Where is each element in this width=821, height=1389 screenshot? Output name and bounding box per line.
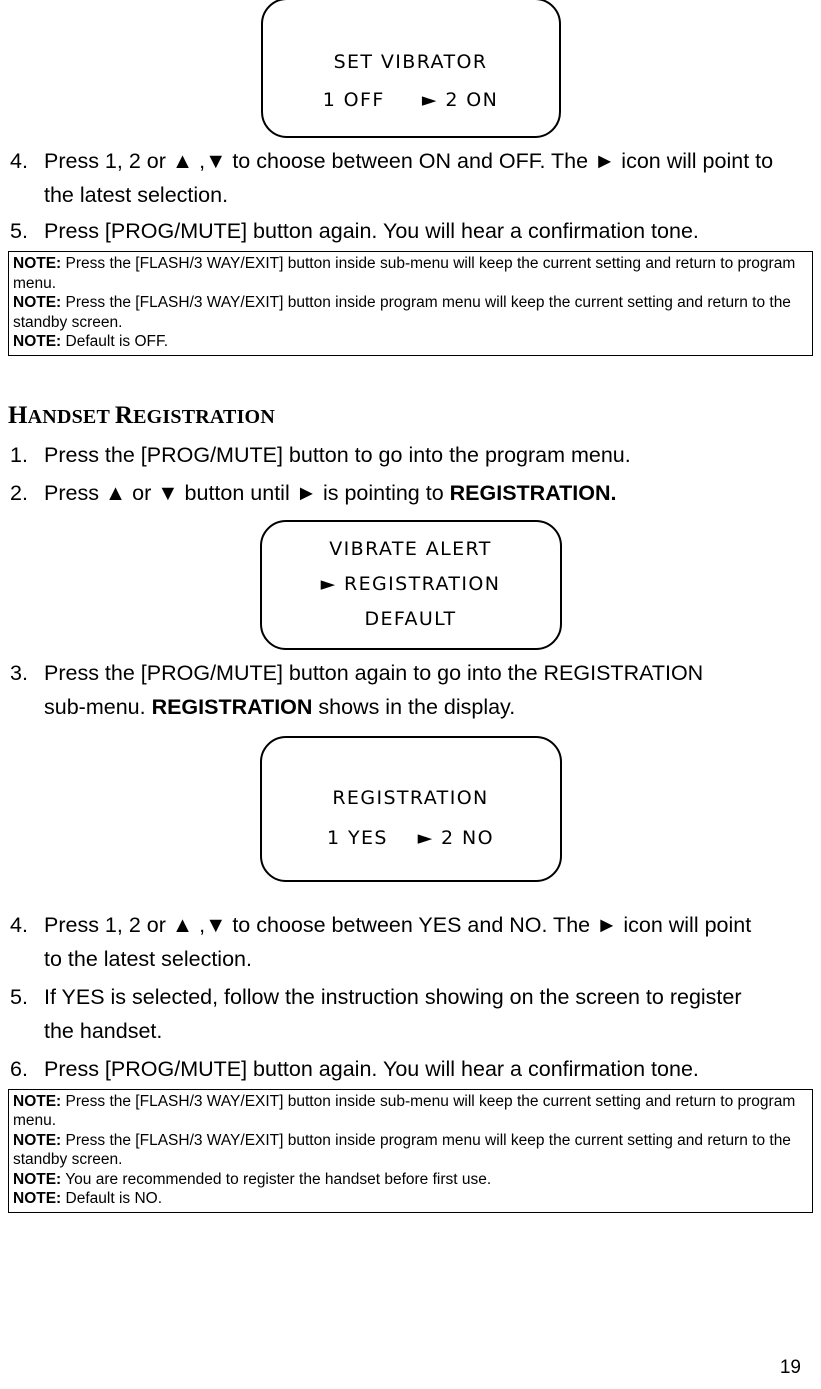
- lcd-line-options: 1 OFF ► 2 ON: [322, 89, 499, 111]
- lcd-line-registration: ► REGISTRATION: [320, 573, 501, 595]
- note-text: Press the [FLASH/3 WAY/EXIT] button insi…: [13, 294, 791, 331]
- registration-step-3: 3. Press the [PROG/MUTE] button again to…: [8, 658, 813, 722]
- lcd-screen-menu: VIBRATE ALERT ► REGISTRATION DEFAULT: [259, 519, 562, 650]
- lcd-line-vibrate-alert: VIBRATE ALERT: [329, 538, 492, 560]
- step-text: If YES is selected, follow the instructi…: [44, 982, 813, 1046]
- step-text: Press the [PROG/MUTE] button to go into …: [44, 440, 813, 470]
- step-line-1: Press ▲ or ▼ button until ► is pointing …: [44, 480, 450, 505]
- lcd-line-default: DEFAULT: [364, 608, 457, 630]
- step-text: Press [PROG/MUTE] button again. You will…: [44, 216, 813, 246]
- note-label: NOTE:: [13, 1170, 62, 1188]
- step-line-1: Press 1, 2 or ▲ ,▼ to choose between ON …: [44, 149, 774, 173]
- step-item: 5. If YES is selected, follow the instru…: [8, 982, 813, 1046]
- step-text: Press 1, 2 or ▲ ,▼ to choose between YES…: [44, 910, 813, 974]
- step-number: 6.: [10, 1056, 28, 1081]
- heading-andset: ANDSET: [27, 405, 115, 428]
- note-label: NOTE:: [13, 1190, 62, 1207]
- step-item: 2. Press ▲ or ▼ button until ► is pointi…: [8, 478, 813, 508]
- note-text: You are recommended to register the hand…: [61, 1170, 492, 1188]
- step-line-2: the latest selection.: [44, 183, 229, 207]
- heading-egistration: EGISTRATION: [133, 405, 275, 428]
- note-line: NOTE: Press the [FLASH/3 WAY/EXIT] butto…: [13, 254, 808, 293]
- step-text: Press ▲ or ▼ button until ► is pointing …: [44, 478, 813, 508]
- vibrator-steps: 4. Press 1, 2 or ▲ ,▼ to choose between …: [8, 146, 813, 246]
- note-text: Default is OFF.: [61, 333, 169, 350]
- step-number: 5.: [10, 219, 28, 243]
- step-line-2: the handset.: [44, 1018, 163, 1043]
- lcd-screen-set-vibrator: SET VIBRATOR 1 OFF ► 2 ON: [260, 0, 561, 138]
- heading-cap-r: R: [114, 401, 134, 429]
- note-line: NOTE: Press the [FLASH/3 WAY/EXIT] butto…: [13, 293, 808, 332]
- step-item: 4. Press 1, 2 or ▲ ,▼ to choose between …: [8, 910, 813, 974]
- step-item: 4. Press 1, 2 or ▲ ,▼ to choose between …: [8, 146, 813, 210]
- note-line: NOTE: Default is OFF.: [13, 332, 808, 352]
- note-text: Default is NO.: [61, 1190, 162, 1207]
- note-text: Press the [FLASH/3 WAY/EXIT] button insi…: [13, 1131, 791, 1169]
- step-item: 6. Press [PROG/MUTE] button again. You w…: [8, 1054, 813, 1084]
- note-text: Press the [FLASH/3 WAY/EXIT] button insi…: [13, 1092, 796, 1130]
- step-number: 4.: [10, 149, 28, 173]
- page-number: 19: [779, 1357, 801, 1378]
- step-text: Press 1, 2 or ▲ ,▼ to choose between ON …: [44, 146, 813, 210]
- step-emphasis: REGISTRATION.: [449, 480, 617, 505]
- note-box-registration: NOTE: Press the [FLASH/3 WAY/EXIT] butto…: [8, 1088, 813, 1213]
- step-item: 1. Press the [PROG/MUTE] button to go in…: [8, 440, 813, 470]
- note-label: NOTE:: [13, 333, 62, 350]
- heading-cap-h: H: [8, 401, 28, 429]
- note-text: Press the [FLASH/3 WAY/EXIT] button insi…: [13, 255, 796, 292]
- step-item: 3. Press the [PROG/MUTE] button again to…: [8, 658, 813, 722]
- lcd-line-options: 1 YES ► 2 NO: [327, 826, 494, 849]
- note-label: NOTE:: [13, 255, 62, 272]
- spacer: [8, 882, 813, 902]
- step-emphasis: REGISTRATION: [151, 694, 313, 719]
- lcd-line-title: REGISTRATION: [332, 786, 489, 809]
- note-label: NOTE:: [13, 1131, 62, 1149]
- step-line-1: Press [PROG/MUTE] button again. You will…: [44, 219, 699, 243]
- step-line-1: Press the [PROG/MUTE] button to go into …: [44, 442, 631, 467]
- step-line-1: Press 1, 2 or ▲ ,▼ to choose between YES…: [44, 912, 752, 937]
- step-line-2-post: shows in the display.: [312, 694, 516, 719]
- step-line-1: Press the [PROG/MUTE] button again to go…: [44, 660, 704, 685]
- step-text: Press the [PROG/MUTE] button again to go…: [44, 658, 813, 722]
- step-number: 2.: [10, 480, 28, 505]
- registration-steps-a: 1. Press the [PROG/MUTE] button to go in…: [8, 440, 813, 508]
- step-line-2: to the latest selection.: [44, 946, 252, 971]
- lcd-screen-registration: REGISTRATION 1 YES ► 2 NO: [259, 735, 562, 882]
- lcd-line-title: SET VIBRATOR: [333, 51, 488, 73]
- step-line-2: sub-menu. REGISTRATION shows in the disp…: [44, 692, 813, 722]
- note-line: NOTE: Default is NO.: [13, 1189, 808, 1209]
- step-number: 4.: [10, 912, 28, 937]
- step-number: 1.: [10, 442, 28, 467]
- note-line: NOTE: Press the [FLASH/3 WAY/EXIT] butto…: [13, 1131, 808, 1170]
- note-label: NOTE:: [13, 294, 62, 311]
- step-line-1: Press [PROG/MUTE] button again. You will…: [44, 1056, 699, 1081]
- note-line: NOTE: Press the [FLASH/3 WAY/EXIT] butto…: [13, 1092, 808, 1131]
- step-line-2-pre: sub-menu.: [44, 694, 152, 719]
- step-line-1: If YES is selected, follow the instructi…: [44, 984, 742, 1009]
- step-text: Press [PROG/MUTE] button again. You will…: [44, 1054, 813, 1084]
- section-heading-handset-registration: HANDSET REGISTRATION: [8, 402, 813, 430]
- note-line: NOTE: You are recommended to register th…: [13, 1170, 808, 1190]
- note-label: NOTE:: [13, 1092, 62, 1110]
- step-number: 3.: [10, 660, 28, 685]
- note-box-vibrator: NOTE: Press the [FLASH/3 WAY/EXIT] butto…: [8, 251, 813, 356]
- step-item: 5. Press [PROG/MUTE] button again. You w…: [8, 216, 813, 246]
- registration-steps-b: 4. Press 1, 2 or ▲ ,▼ to choose between …: [8, 910, 813, 1084]
- step-number: 5.: [10, 984, 28, 1009]
